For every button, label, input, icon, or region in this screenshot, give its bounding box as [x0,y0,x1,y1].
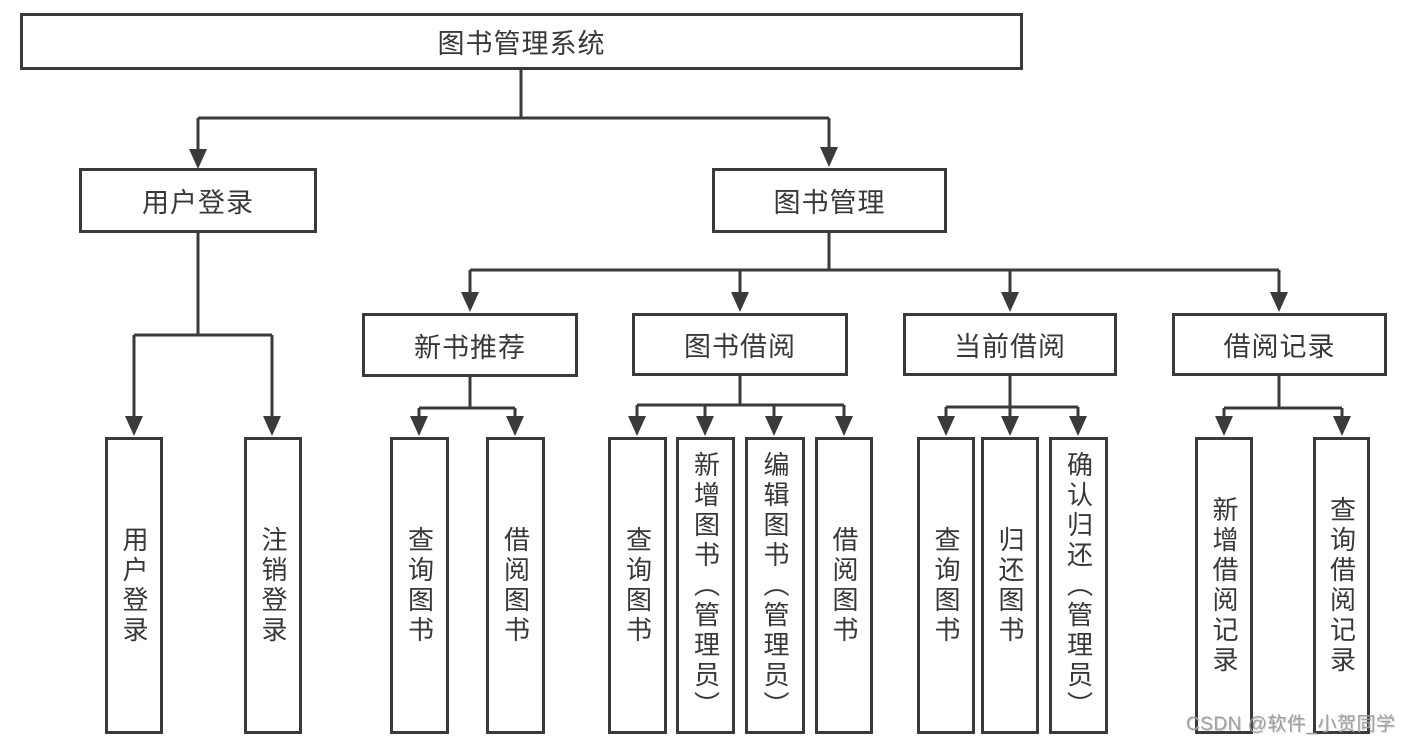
node-label: 图书管理 [773,188,886,218]
node-label: 新书推荐 [414,332,526,363]
leaf-return-books: 归还图书 [981,437,1039,734]
leaf-confirm-return-admin: 确认归还（管理员） [1049,437,1108,734]
node-label: 图书管理系统 [437,29,606,59]
leaf-borrow-books-recommend: 借阅图书 [486,437,545,734]
node-book-management: 图书管理 [712,168,947,233]
leaf-add-books-admin: 新增图书（管理员） [676,437,735,734]
csdn-watermark: CSDN @软件_小贺同学 [1186,714,1396,735]
leaf-user-login: 用户登录 [105,437,163,734]
leaf-query-books-borrow: 查询图书 [608,437,667,734]
leaf-logout: 注销登录 [244,437,302,734]
leaf-query-borrow-record: 查询借阅记录 [1313,437,1370,734]
node-label: 用户登录 [142,188,254,218]
leaf-query-books-recommend: 查询图书 [390,437,449,734]
node-library-management-system: 图书管理系统 [20,13,1023,70]
node-label: 图书借阅 [684,332,796,362]
leaf-edit-books-admin: 编辑图书（管理员） [745,437,805,734]
node-borrow-records: 借阅记录 [1172,313,1387,376]
node-user-login: 用户登录 [79,168,317,233]
leaf-add-borrow-record: 新增借阅记录 [1195,437,1253,734]
leaf-query-books-current: 查询图书 [917,437,975,734]
node-label: 当前借阅 [954,332,1066,362]
node-book-borrow: 图书借阅 [632,313,848,376]
node-new-book-recommend: 新书推荐 [362,313,578,377]
node-label: 借阅记录 [1223,332,1336,362]
leaf-borrow-books: 借阅图书 [815,437,873,734]
node-current-borrow: 当前借阅 [903,313,1117,376]
